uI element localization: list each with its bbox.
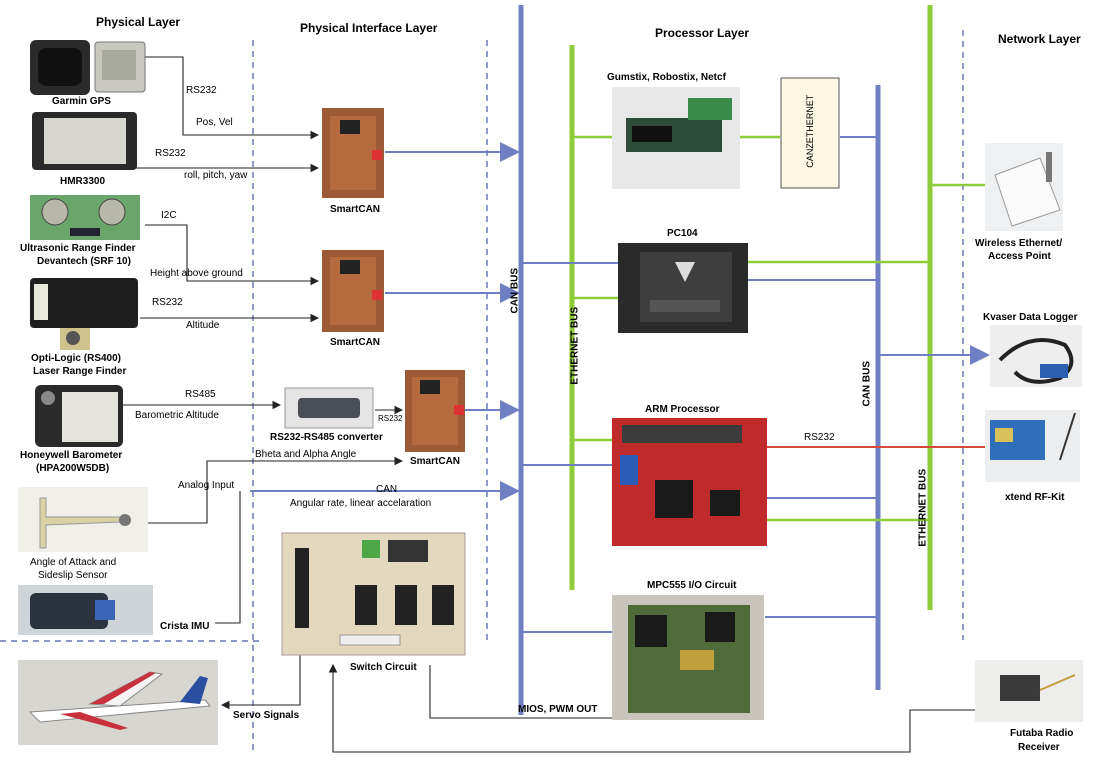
gumstix-label: Gumstix, Robostix, Netcf — [607, 72, 726, 84]
optilogic-image — [30, 278, 138, 350]
network-layer-heading: Network Layer — [998, 33, 1081, 47]
xtend-rf-image — [985, 410, 1080, 482]
sensor-wires — [120, 57, 990, 752]
smartcan-1-label: SmartCAN — [330, 204, 380, 216]
mios-pwm-label: MIOS, PWM OUT — [518, 704, 597, 716]
pc104-label: PC104 — [667, 228, 698, 240]
physical-layer-heading: Physical Layer — [96, 16, 180, 30]
ultrasonic-label-2: Devantech (SRF 10) — [37, 256, 131, 268]
wireless-label-2: Access Point — [988, 251, 1051, 263]
gumstix-image — [612, 87, 740, 189]
canzethernet-label: CANZETHERNET — [805, 81, 815, 181]
wireless-ap-image — [985, 143, 1063, 231]
physical-interface-layer-heading: Physical Interface Layer — [300, 22, 437, 36]
smartcan-board-1 — [322, 108, 384, 198]
mpc555-label: MPC555 I/O Circuit — [647, 580, 736, 592]
futaba-label-2: Receiver — [1018, 742, 1060, 754]
crista-imu-image — [18, 585, 153, 635]
ultrasonic-label-1: Ultrasonic Range Finder — [20, 243, 136, 255]
gps-protocol-label: RS232 — [186, 85, 217, 97]
aoa-sensor-image — [18, 487, 148, 552]
gps-data-label: Pos, Vel — [196, 117, 233, 129]
switch-circuit-label: Switch Circuit — [350, 662, 417, 674]
imu-protocol-label: CAN — [376, 484, 397, 496]
futaba-image — [975, 660, 1083, 722]
imu-data-label: Angular rate, linear accelaration — [290, 498, 431, 510]
kvaser-label: Kvaser Data Logger — [983, 312, 1077, 324]
xtend-label: xtend RF-Kit — [1005, 492, 1064, 504]
smartcan-board-2 — [322, 250, 384, 332]
switch-circuit-image — [282, 533, 465, 655]
hmr3300-label: HMR3300 — [60, 176, 105, 188]
can-bus-main-label: CAN BUS — [509, 246, 521, 336]
barometer-data-label: Barometric Altitude — [135, 410, 219, 422]
barometer-label-1: Honeywell Barometer — [20, 450, 122, 462]
smartcan-3-label: SmartCAN — [410, 456, 460, 468]
converter-output-label: RS232 — [378, 414, 402, 423]
barometer-image — [35, 385, 123, 447]
analog-input-label: Analog Input — [178, 480, 234, 492]
ultrasonic-protocol-label: I2C — [161, 210, 177, 222]
ethernet-bus-right-label: ETHERNET BUS — [917, 458, 929, 558]
converter-label: RS232-RS485 converter — [270, 432, 383, 444]
kvaser-image — [990, 325, 1082, 387]
mpc555-image — [612, 595, 764, 720]
arm-processor-label: ARM Processor — [645, 404, 719, 416]
wireless-label-1: Wireless Ethernet/ — [975, 238, 1062, 250]
arm-processor-image — [612, 418, 767, 546]
rs232-rs485-converter-image — [285, 388, 373, 428]
arm-rs232-label: RS232 — [804, 432, 835, 444]
hmr3300-image — [32, 112, 137, 170]
hmr-protocol-label: RS232 — [155, 148, 186, 160]
garmin-gps-image — [30, 40, 145, 95]
aoa-label-1: Angle of Attack and — [30, 557, 116, 569]
processor-layer-heading: Processor Layer — [655, 27, 749, 41]
can-bus-right-label: CAN BUS — [861, 339, 873, 429]
hmr-data-label: roll, pitch, yaw — [184, 170, 247, 182]
optilogic-label-1: Opti-Logic (RS400) — [31, 353, 121, 365]
airplane-image — [18, 660, 218, 745]
aoa-data-label: Bheta and Alpha Angle — [255, 449, 356, 461]
optilogic-label-2: Laser Range Finder — [33, 366, 126, 378]
optilogic-data-label: Altitude — [186, 320, 219, 332]
smartcan-2-label: SmartCAN — [330, 337, 380, 349]
optilogic-protocol-label: RS232 — [152, 297, 183, 309]
smartcan-board-3 — [405, 370, 465, 452]
barometer-label-2: (HPA200W5DB) — [36, 463, 109, 475]
servo-signals-label: Servo Signals — [233, 710, 299, 722]
crista-imu-label: Crista IMU — [160, 621, 209, 633]
garmin-gps-label: Garmin GPS — [52, 96, 111, 108]
ultrasonic-image — [30, 195, 140, 240]
barometer-protocol-label: RS485 — [185, 389, 216, 401]
pc104-image — [618, 243, 748, 333]
aoa-label-2: Sideslip Sensor — [38, 570, 107, 582]
futaba-label-1: Futaba Radio — [1010, 728, 1073, 740]
ethernet-bus-main-label: ETHERNET BUS — [569, 296, 581, 396]
ultrasonic-data-label: Height above ground — [150, 268, 243, 280]
